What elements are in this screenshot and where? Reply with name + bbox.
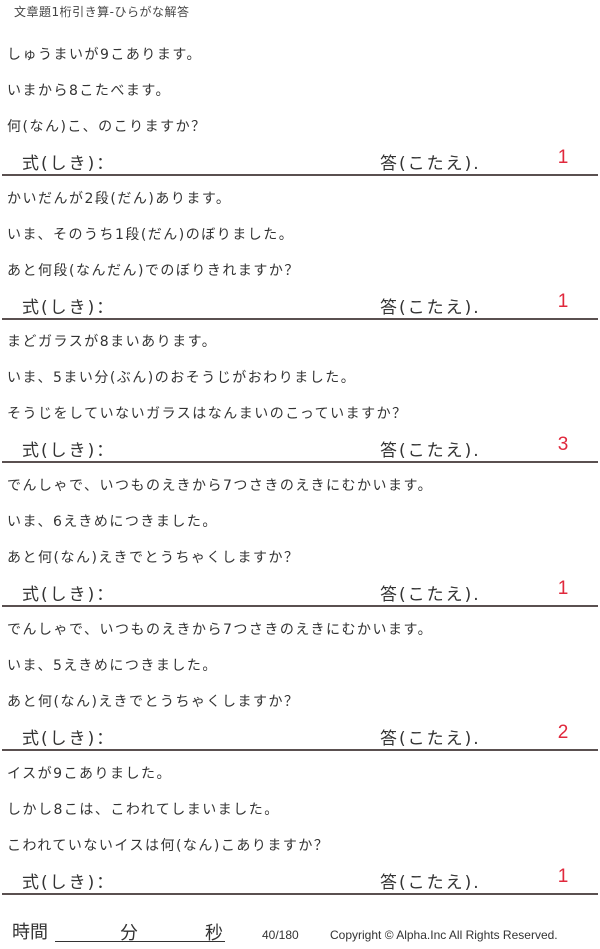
divider: [2, 893, 598, 895]
question-line: しかし8こは、こわれてしまいました。: [7, 802, 280, 818]
divider: [2, 461, 598, 463]
answer-value: 3: [557, 434, 569, 455]
answer-label: 答(こたえ).: [380, 298, 481, 318]
question-line: かいだんが2段(だん)あります。: [7, 191, 232, 207]
divider: [2, 174, 598, 176]
question-line: まどガラスが8まいあります。: [7, 334, 218, 350]
question-line: いま、そのうち1段(だん)のぼりました。: [7, 227, 295, 243]
time-entry-line: [55, 941, 225, 942]
problem-3: まどガラスが8まいあります。 いま、5まい分(ぶん)のおそうじがおわりました。 …: [0, 325, 600, 469]
answer-value: 1: [557, 147, 569, 168]
problem-5: でんしゃで、いつものえきから7つさきのえきにむかいます。 いま、5えきめにつきま…: [0, 613, 600, 757]
question-line: 何(なん)こ、のこりますか？: [7, 119, 207, 135]
answer-row: 式(しき)： 答(こたえ). 2: [0, 720, 600, 751]
question-line: でんしゃで、いつものえきから7つさきのえきにむかいます。: [7, 622, 434, 638]
page-number: 40/180: [262, 928, 299, 942]
answer-label: 答(こたえ).: [380, 441, 481, 461]
worksheet-title: 文章題1桁引き算-ひらがな解答: [14, 5, 190, 19]
question-line: いま、6えきめにつきました。: [7, 514, 218, 530]
answer-value: 1: [557, 866, 569, 887]
divider: [2, 318, 598, 320]
answer-row: 式(しき)： 答(こたえ). 1: [0, 576, 600, 607]
problem-4: でんしゃで、いつものえきから7つさきのえきにむかいます。 いま、6えきめにつきま…: [0, 469, 600, 613]
question-line: いま、5えきめにつきました。: [7, 658, 218, 674]
question-line: しゅうまいが9こあります。: [7, 47, 203, 63]
answer-row: 式(しき)： 答(こたえ). 1: [0, 864, 600, 895]
divider: [2, 749, 598, 751]
formula-label: 式(しき)：: [22, 729, 116, 749]
problem-1: しゅうまいが9こあります。 いまから8こたべます。 何(なん)こ、のこりますか？…: [0, 38, 600, 182]
minutes-label: 分: [120, 923, 138, 944]
formula-label: 式(しき)：: [22, 298, 116, 318]
question-line: そうじをしていないガラスはなんまいのこっていますか？: [7, 406, 408, 422]
question-line: いまから8こたべます。: [7, 83, 172, 99]
answer-label: 答(こたえ).: [380, 729, 481, 749]
formula-label: 式(しき)：: [22, 873, 116, 893]
answer-value: 1: [557, 291, 569, 312]
copyright: Copyright © Alpha.Inc All Rights Reserve…: [330, 928, 558, 942]
question-line: イスが9こありました。: [7, 766, 172, 782]
answer-value: 1: [557, 578, 569, 599]
formula-label: 式(しき)：: [22, 585, 116, 605]
answer-label: 答(こたえ).: [380, 585, 481, 605]
question-line: いま、5まい分(ぶん)のおそうじがおわりました。: [7, 370, 357, 386]
answer-value: 2: [557, 722, 569, 743]
question-line: あと何段(なんだん)でのぼりきれますか？: [7, 263, 300, 279]
question-line: あと何(なん)えきでとうちゃくしますか？: [7, 550, 300, 566]
question-line: でんしゃで、いつものえきから7つさきのえきにむかいます。: [7, 478, 434, 494]
problem-6: イスが9こありました。 しかし8こは、こわれてしまいました。 こわれていないイス…: [0, 757, 600, 901]
divider: [2, 605, 598, 607]
question-line: あと何(なん)えきでとうちゃくしますか？: [7, 694, 300, 710]
answer-row: 式(しき)： 答(こたえ). 3: [0, 432, 600, 463]
seconds-label: 秒: [205, 923, 223, 944]
answer-row: 式(しき)： 答(こたえ). 1: [0, 145, 600, 176]
footer: 時間 分 秒 40/180 Copyright © Alpha.Inc All …: [0, 918, 600, 948]
formula-label: 式(しき)：: [22, 154, 116, 174]
answer-row: 式(しき)： 答(こたえ). 1: [0, 289, 600, 320]
time-label: 時間: [12, 922, 48, 943]
answer-label: 答(こたえ).: [380, 873, 481, 893]
answer-label: 答(こたえ).: [380, 154, 481, 174]
formula-label: 式(しき)：: [22, 441, 116, 461]
question-line: こわれていないイスは何(なん)こありますか？: [7, 838, 330, 854]
problem-2: かいだんが2段(だん)あります。 いま、そのうち1段(だん)のぼりました。 あと…: [0, 182, 600, 326]
